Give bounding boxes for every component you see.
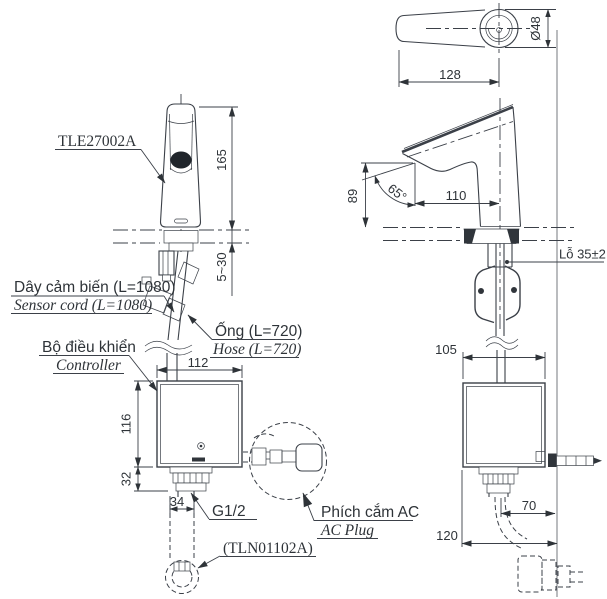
thread-callout: G1/2 [190, 492, 257, 520]
dim-32: 32 [119, 466, 168, 492]
ac-plug-side-dashed [494, 496, 583, 593]
dim-70: 70 [500, 498, 556, 517]
sensor-cord-coil [141, 261, 200, 322]
hose-callout: Ống (L=720) Hose (L=720) [187, 314, 302, 358]
dim-total-depth: 120 [436, 528, 458, 543]
dim-89: 89 [345, 162, 413, 228]
faucet-front-body [159, 103, 202, 228]
hose-upper [167, 250, 189, 341]
dim-deck-thickness: 5~30 [214, 252, 229, 281]
dim-shank-width: 34 [170, 494, 184, 509]
dim-d48: Ø48 [505, 9, 556, 48]
dim-plug-offset: 70 [522, 498, 536, 513]
ac-plug-label-en: AC Plug [320, 522, 374, 539]
dim-spout-top-length: 128 [439, 67, 461, 82]
dim-34: 34 [169, 494, 195, 513]
controller-label-en: Controller [56, 357, 122, 374]
controller-box-side [462, 382, 602, 468]
callout-labels: TLE27002A Dây cảm biến (L=1080) Sensor c… [11, 133, 419, 569]
sensor-cord-callout: Dây cảm biến (L=1080) Sensor cord (L=108… [11, 279, 176, 314]
dim-165: 165 [199, 106, 238, 231]
sensor-cord-plug [158, 250, 175, 276]
hose-lower [166, 352, 178, 381]
sensor-window [170, 151, 192, 169]
dim-110: 110 [414, 188, 500, 207]
ac-plug-callout: Phích cắm AC AC Plug [302, 492, 419, 539]
front-view: 165 5~30 112 116 32 34 [113, 94, 327, 594]
dim-65deg: 65° [361, 162, 416, 208]
controller-box-front [156, 380, 243, 468]
controller-label-vi: Bộ điều khiển [42, 339, 136, 356]
hose-label-vi: Ống (L=720) [215, 322, 302, 340]
model-label: TLE27002A [58, 133, 137, 150]
deck-hole-callout: Lỗ 35±2 [505, 247, 606, 264]
sensor-cord-label-en: Sensor cord (L=1080) [14, 297, 152, 314]
dim-5-30: 5~30 [214, 230, 236, 296]
dim-neck-height: 32 [119, 472, 134, 486]
sensor-cord-label-vi: Dây cảm biến (L=1080) [14, 279, 176, 296]
side-deck-lines [383, 227, 576, 241]
drain-label: (TLN01102A) [223, 540, 313, 557]
dim-controller-height: 116 [119, 414, 134, 435]
model-callout: TLE27002A [55, 133, 166, 184]
side-break-symbol [485, 336, 521, 350]
front-break-symbol [144, 340, 196, 356]
front-deck-lines [113, 229, 249, 244]
dim-112: 112 [156, 355, 243, 378]
dim-116: 116 [119, 380, 153, 468]
plug-connector [556, 455, 594, 466]
ac-plug-detail [243, 422, 327, 500]
dim-outlet-height: 89 [345, 189, 360, 203]
side-shank [474, 243, 521, 383]
front-shank [141, 230, 200, 381]
side-view: Ø48 128 [345, 3, 606, 597]
side-controller-shank [478, 466, 519, 497]
dim-controller-depth: 105 [435, 342, 457, 357]
controller-port [535, 451, 546, 462]
ac-plug-label-vi: Phích cắm AC [321, 504, 419, 521]
thread-label: G1/2 [212, 503, 246, 520]
hose-label-en: Hose (L=720) [212, 341, 301, 358]
dim-spout-height: 165 [214, 149, 229, 171]
controller-shank [169, 466, 213, 497]
dim-128: 128 [398, 50, 500, 87]
controller-led [197, 442, 205, 450]
detail-circle [249, 422, 327, 500]
drain-callout: (TLN01102A) [197, 540, 316, 569]
dim-controller-width: 112 [188, 355, 209, 370]
dim-spout-reach: 110 [446, 188, 467, 203]
faucet-side-body [401, 98, 522, 333]
deck-hole-label: Lỗ 35±2 [559, 247, 606, 262]
dim-105: 105 [435, 342, 546, 379]
dim-head-diameter: Ø48 [528, 16, 543, 41]
dim-120: 120 [436, 470, 558, 547]
dim-outlet-angle: 65° [385, 181, 410, 205]
controller-logo [192, 457, 205, 462]
deck-gasket [463, 228, 520, 244]
base-logo-mark [174, 218, 188, 224]
plan-view [395, 3, 530, 56]
controller-callout: Bộ điều khiển Controller [39, 339, 158, 392]
